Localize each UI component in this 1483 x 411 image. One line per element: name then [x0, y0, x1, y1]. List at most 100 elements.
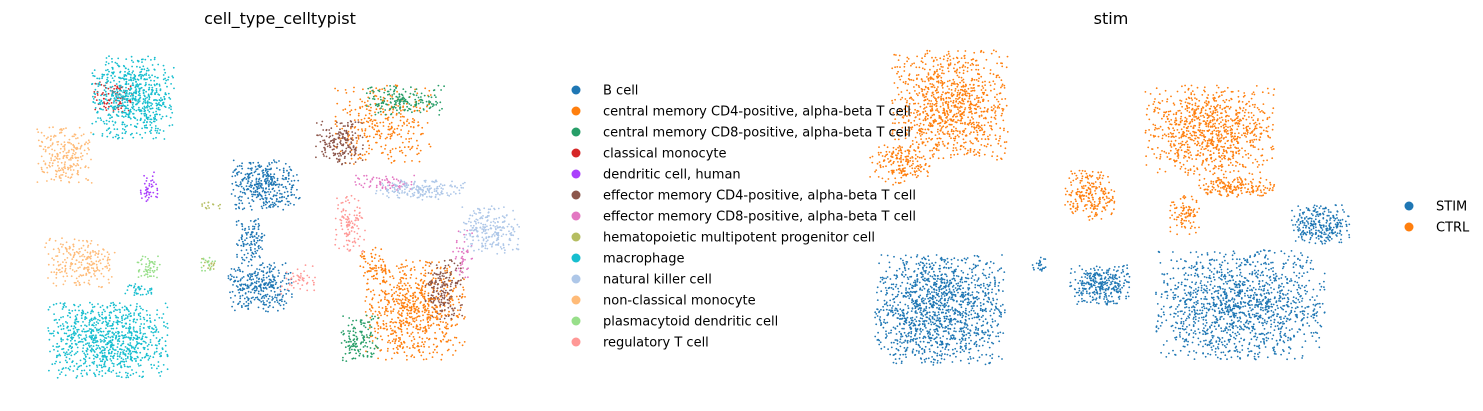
data-point	[144, 131, 147, 134]
data-point	[255, 196, 258, 199]
data-point	[265, 187, 267, 190]
data-point	[350, 154, 353, 157]
data-point	[128, 92, 131, 94]
data-point	[354, 132, 357, 135]
data-point	[374, 133, 377, 136]
data-point	[268, 268, 271, 270]
data-point	[103, 105, 105, 108]
data-point	[348, 335, 350, 338]
data-point	[448, 299, 451, 302]
data-point	[246, 182, 249, 185]
data-point	[251, 275, 254, 278]
data-point	[125, 98, 128, 100]
data-point	[374, 310, 377, 313]
data-point	[439, 339, 442, 342]
data-point	[64, 354, 66, 357]
data-point	[95, 321, 98, 323]
data-point	[269, 173, 272, 176]
data-point	[201, 203, 204, 206]
data-point	[371, 353, 373, 356]
data-point	[361, 128, 363, 131]
data-point	[352, 319, 354, 322]
data-point	[256, 249, 259, 252]
data-point	[53, 313, 55, 315]
data-point	[448, 195, 451, 197]
data-point	[99, 334, 102, 337]
data-point	[440, 294, 443, 297]
data-point	[427, 294, 430, 297]
data-point	[401, 125, 404, 127]
data-point	[357, 158, 360, 160]
data-point	[288, 166, 291, 168]
data-point	[123, 123, 126, 126]
data-point	[148, 184, 151, 187]
data-point	[265, 288, 268, 290]
data-point	[92, 318, 95, 321]
data-point	[107, 62, 110, 65]
data-point	[399, 307, 401, 310]
data-point	[97, 322, 100, 325]
data-point	[113, 106, 115, 109]
data-point	[49, 350, 51, 353]
data-point	[238, 202, 241, 205]
data-point	[338, 160, 341, 163]
data-point	[65, 306, 67, 308]
data-point	[125, 371, 127, 374]
data-point	[407, 184, 410, 187]
data-point	[127, 309, 129, 311]
data-point	[157, 63, 160, 66]
data-point	[240, 236, 243, 239]
data-point	[72, 169, 75, 171]
data-point	[416, 139, 418, 142]
data-point	[159, 338, 161, 341]
data-point	[129, 85, 132, 88]
data-point	[329, 146, 332, 148]
series-0-4	[139, 171, 159, 203]
data-point	[87, 166, 90, 169]
data-point	[437, 198, 440, 201]
data-point	[379, 282, 382, 285]
data-point	[83, 330, 86, 333]
data-point	[126, 289, 129, 291]
data-point	[357, 154, 360, 156]
data-point	[269, 168, 272, 171]
data-point	[139, 133, 142, 136]
data-point	[89, 312, 92, 315]
data-point	[400, 341, 403, 344]
data-point	[77, 328, 80, 331]
data-point	[53, 319, 56, 322]
data-point	[434, 283, 436, 285]
data-point	[398, 133, 401, 136]
data-point	[337, 89, 339, 92]
data-point	[60, 371, 63, 373]
data-point	[424, 275, 427, 277]
data-point	[85, 372, 88, 374]
data-point	[229, 273, 232, 276]
data-point	[88, 364, 91, 367]
data-point	[397, 302, 399, 304]
data-point	[416, 92, 419, 95]
data-point	[386, 350, 389, 352]
data-point	[369, 334, 371, 337]
data-point	[386, 328, 388, 331]
data-point	[84, 362, 86, 364]
data-point	[489, 224, 492, 227]
data-point	[120, 102, 122, 105]
data-point	[246, 285, 249, 288]
data-point	[150, 363, 153, 366]
data-point	[380, 289, 383, 292]
data-point	[499, 226, 501, 228]
data-point	[410, 137, 413, 140]
data-point	[263, 234, 266, 237]
data-point	[113, 306, 116, 309]
data-point	[375, 184, 378, 187]
data-point	[105, 69, 107, 72]
data-point	[418, 287, 420, 290]
data-point	[415, 102, 418, 104]
data-point	[85, 349, 88, 352]
data-point	[370, 352, 373, 354]
data-point	[148, 193, 151, 196]
data-point	[68, 181, 71, 184]
data-point	[357, 121, 360, 124]
data-point	[112, 348, 115, 351]
